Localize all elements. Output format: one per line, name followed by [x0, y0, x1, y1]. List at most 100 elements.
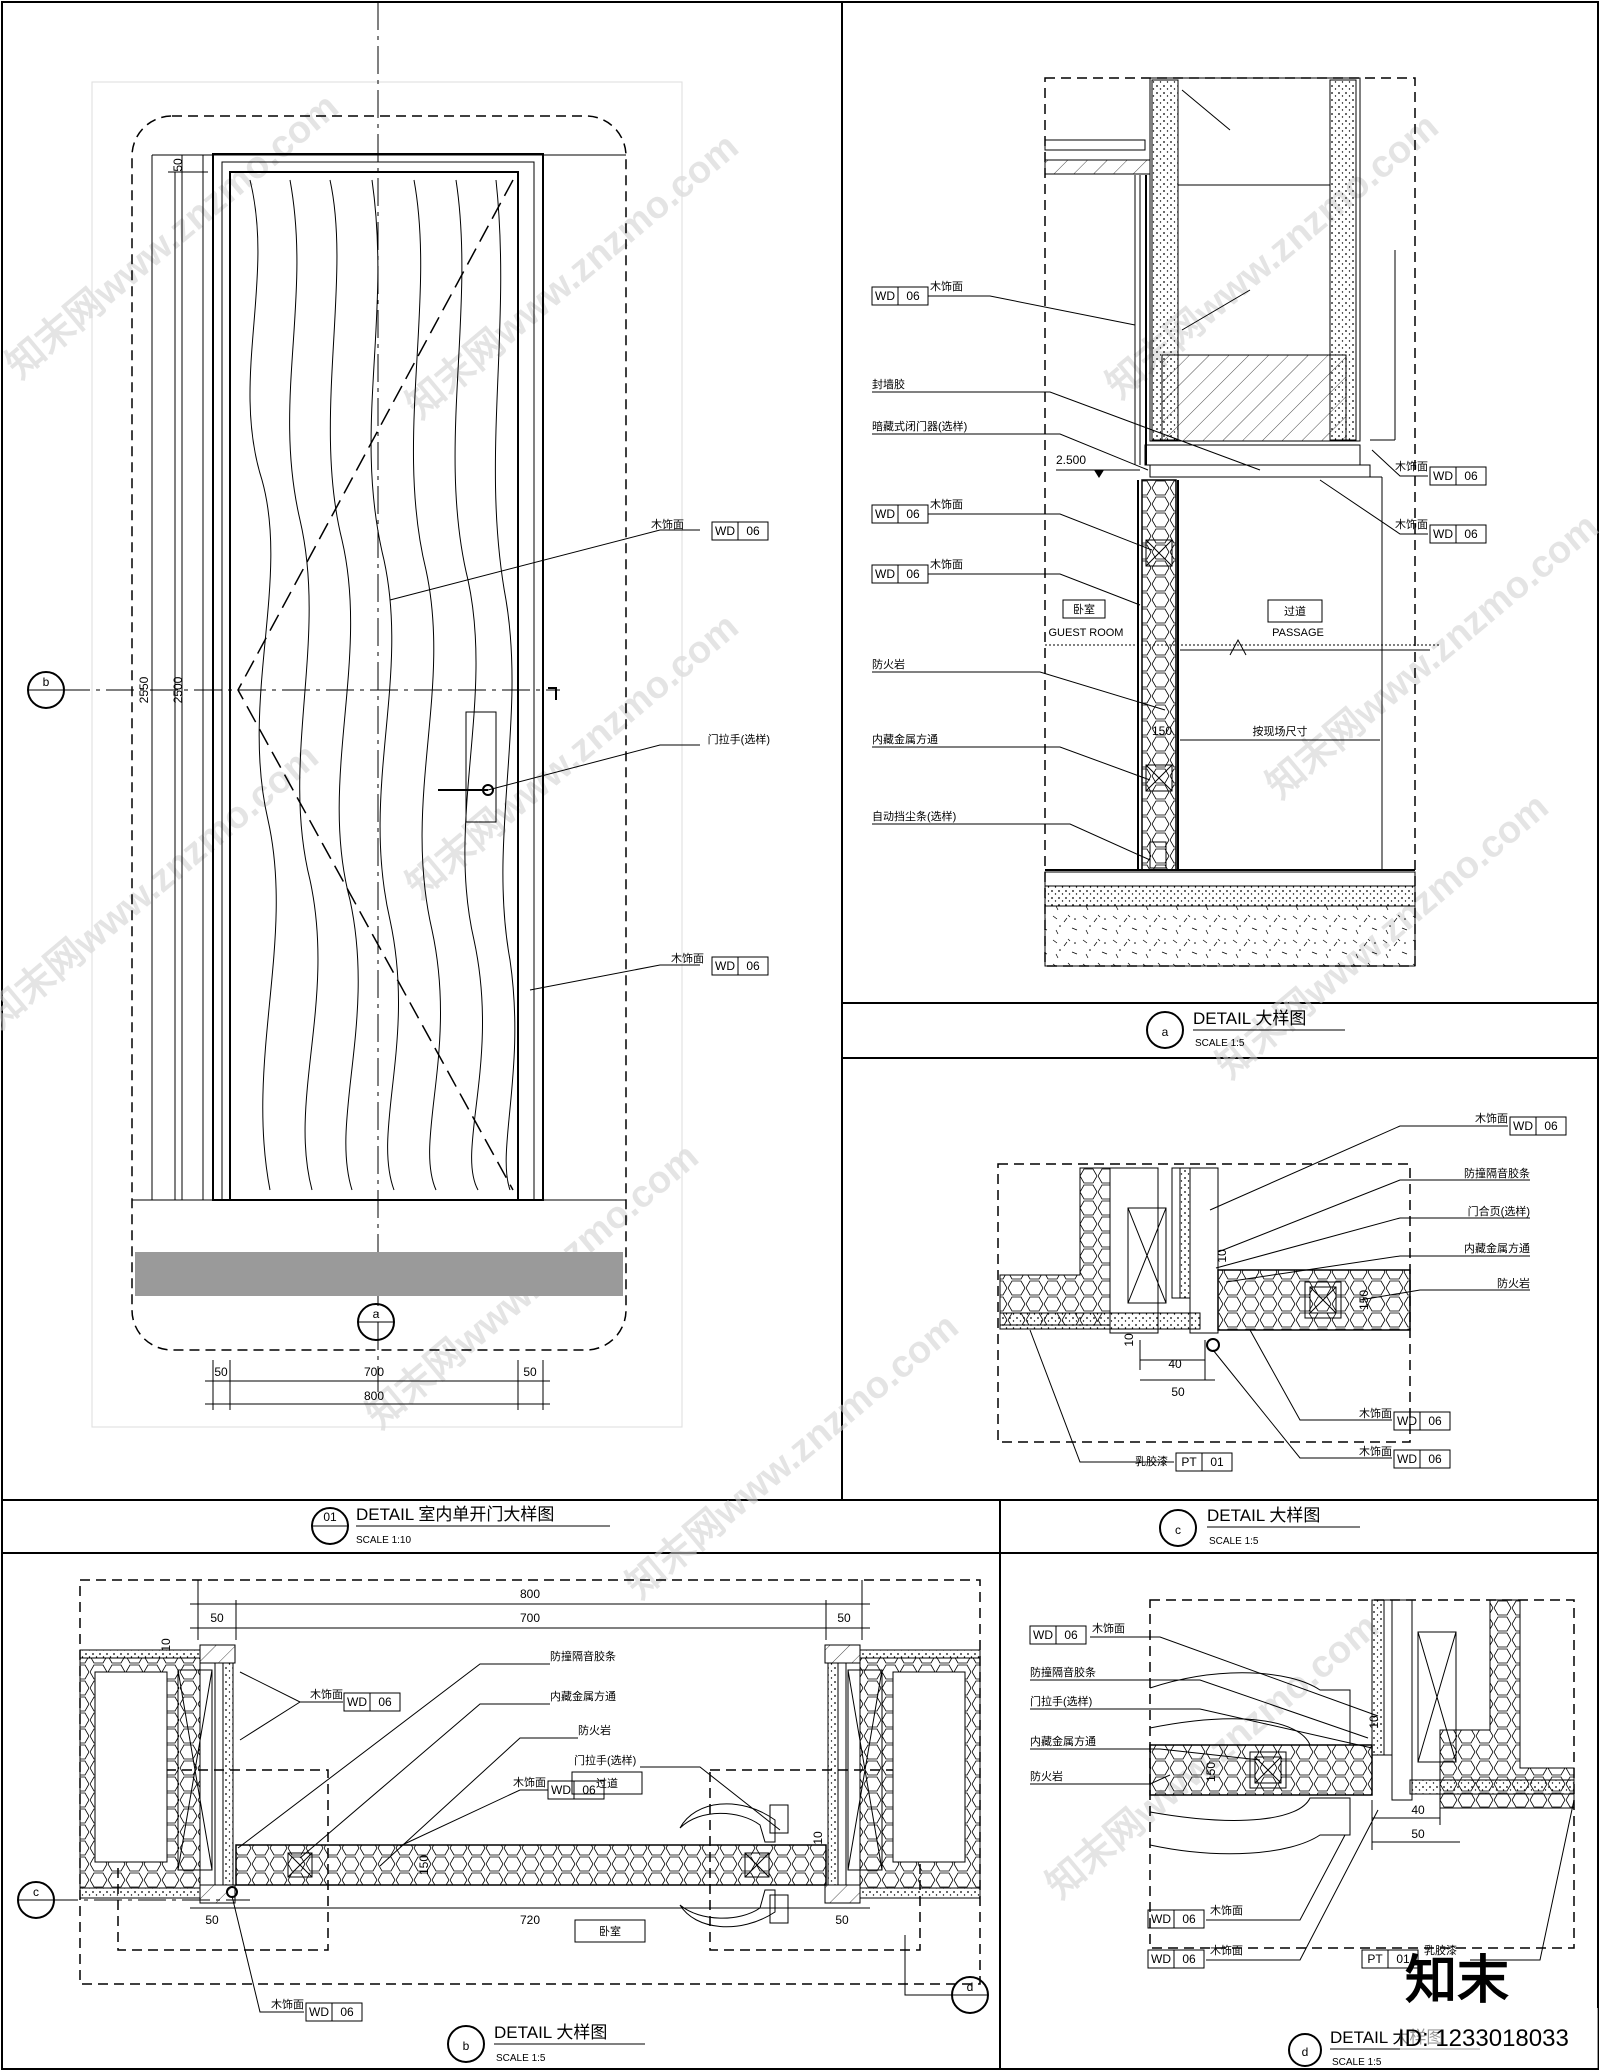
note-site-size: 按现场尺寸 [1253, 724, 1308, 738]
label-a-3: 暗藏式闭门器(选样) [872, 419, 967, 433]
svg-text:WD: WD [875, 289, 895, 303]
label-b-2: 防撞隔音胶条 [550, 1649, 616, 1663]
label-b-4: 防火岩 [578, 1723, 611, 1737]
label-d-6: 木饰面 [1210, 1903, 1243, 1917]
label-d-5: 防火岩 [1030, 1769, 1063, 1783]
svg-text:01: 01 [1210, 1455, 1224, 1469]
label-d-3: 门拉手(选样) [1030, 1694, 1092, 1708]
dim-d-150: 150 [1204, 1762, 1218, 1782]
tag-wd06: WD 06 [711, 521, 769, 541]
label-c-3: 门合页(选样) [1468, 1204, 1530, 1218]
panel-a-vertical-section: 卧室 GUEST ROOM 过道 PASSAGE 2.500 150 按现场尺寸… [871, 77, 1487, 967]
label-a-1: 木饰面 [930, 279, 963, 293]
label-d-1: 木饰面 [1092, 1621, 1125, 1635]
panel-01-title: 01 DETAIL 室内单开门大样图 SCALE 1:10 [311, 1505, 610, 1546]
panel-b-labels: 木饰面 WD 06 防撞隔音胶条 内藏金属方通 防火岩 门拉手(选样) 木饰面 … [231, 1649, 781, 2022]
dim-b-50d: 50 [835, 1913, 849, 1927]
dim-d-40: 40 [1411, 1803, 1425, 1817]
svg-text:06: 06 [1182, 1912, 1196, 1926]
dim-b-50a: 50 [210, 1611, 224, 1625]
label-c-1: 木饰面 [1475, 1111, 1508, 1125]
label-b-3: 内藏金属方通 [550, 1689, 616, 1703]
svg-text:WD: WD [1397, 1452, 1417, 1466]
label-d-8: 乳胶漆 [1424, 1943, 1457, 1957]
svg-text:06: 06 [906, 567, 920, 581]
label-a-6: 防火岩 [872, 657, 905, 671]
wood-grain-pattern [249, 179, 516, 1191]
svg-text:WD: WD [551, 1783, 571, 1797]
panel-b-title: b DETAIL 大样图 SCALE 1:5 [447, 2023, 645, 2064]
svg-text:06: 06 [1428, 1452, 1442, 1466]
svg-text:WD: WD [875, 567, 895, 581]
dim-d-10: 10 [1367, 1715, 1381, 1729]
dim-b-800: 800 [520, 1587, 540, 1601]
label-d-4: 内藏金属方通 [1030, 1734, 1096, 1748]
label-b-6: 木饰面 [513, 1775, 546, 1789]
dim-b-700: 700 [520, 1611, 540, 1625]
label-a-7: 内藏金属方通 [872, 732, 938, 746]
dim-c-10b: 10 [1215, 1249, 1229, 1263]
dim-50-right: 50 [523, 1365, 537, 1379]
title-text: DETAIL 大样图 [1207, 1506, 1320, 1525]
watermark-text: 知末网www.znzmo.com [1259, 506, 1600, 807]
dim-c-150: 150 [1357, 1290, 1371, 1310]
dim-d-50: 50 [1411, 1827, 1425, 1841]
dim-2500: 2500 [171, 676, 185, 703]
panel-c-labels: 木饰面 WD 06 防撞隔音胶条 门合页(选样) 内藏金属方通 防火岩 木饰面 … [1029, 1111, 1567, 1472]
label-d-7: 木饰面 [1210, 1943, 1243, 1957]
room-label-passage: 过道 [1284, 604, 1306, 618]
svg-text:WD: WD [1151, 1952, 1171, 1966]
svg-text:06: 06 [582, 1783, 596, 1797]
label-d-2: 防撞隔音胶条 [1030, 1665, 1096, 1679]
watermark-text: 知末网www.znzmo.com [619, 1306, 967, 1607]
watermark-text: 知末网www.znzmo.com [0, 86, 347, 387]
label-a-r1: 木饰面 [1395, 459, 1428, 473]
label-c-5: 防火岩 [1497, 1276, 1530, 1290]
label-b-5: 门拉手(选样) [574, 1753, 636, 1767]
label-wood-veneer: 木饰面 [671, 951, 704, 965]
dim-c-50: 50 [1171, 1385, 1185, 1399]
panel-d-jamb-detail: 40 50 10 150 WD 06 木饰面 防撞隔音胶条 门拉手(选样) 内藏… [1029, 1599, 1575, 1969]
panel-b-plan-section: 过道 卧室 c d 800 700 50 50 50 720 50 10 150… [17, 1579, 989, 2022]
svg-text:06: 06 [1544, 1119, 1558, 1133]
room-label-bedroom: 卧室 [599, 1924, 621, 1938]
tag-wd06: WD 06 [711, 956, 769, 976]
panel-a-left-labels: WD 06 木饰面 封墙胶 暗藏式闭门器(选样) WD 06 木饰面 WD 06… [871, 279, 1261, 861]
title-scale: SCALE 1:5 [1209, 1536, 1259, 1547]
svg-text:06: 06 [1182, 1952, 1196, 1966]
section-c-marker: c [33, 1885, 39, 1899]
svg-text:06: 06 [746, 524, 760, 538]
dim-c-10: 10 [1122, 1333, 1136, 1347]
room-label-guest-room: GUEST ROOM [1049, 627, 1124, 639]
panel-a-title: a DETAIL 大样图 SCALE 1:5 [1146, 1009, 1345, 1049]
section-b-marker: b [43, 675, 50, 689]
title-letter: b [463, 2039, 470, 2053]
svg-text:WD: WD [875, 507, 895, 521]
room-label-passage-en: PASSAGE [1272, 627, 1324, 639]
label-b-7: 木饰面 [271, 1997, 304, 2011]
brand-watermark: 知末 ID: 1233018033 [1398, 1952, 1598, 2068]
svg-text:WD: WD [1033, 1628, 1053, 1642]
svg-text:WD: WD [1433, 527, 1453, 541]
label-a-4: 木饰面 [930, 497, 963, 511]
svg-text:06: 06 [378, 1695, 392, 1709]
dim-800: 800 [364, 1389, 384, 1403]
title-text: DETAIL 室内单开门大样图 [356, 1505, 554, 1524]
svg-text:WD: WD [1513, 1119, 1533, 1133]
svg-text:PT: PT [1367, 1952, 1383, 1966]
dim-700: 700 [364, 1365, 384, 1379]
svg-text:WD: WD [347, 1695, 367, 1709]
panel-01-door-elevation: 2550 2500 50 50 700 50 800 b a 木饰面 WD 06… [27, 2, 770, 1428]
dim-c-40: 40 [1168, 1357, 1182, 1371]
dim-b-10b: 10 [811, 1831, 825, 1845]
dim-50-left: 50 [214, 1365, 228, 1379]
title-letter: c [1175, 1523, 1181, 1537]
svg-text:PT: PT [1181, 1455, 1197, 1469]
svg-text:06: 06 [1428, 1414, 1442, 1428]
label-c-4: 内藏金属方通 [1464, 1241, 1530, 1255]
title-scale: SCALE 1:5 [496, 2053, 546, 2064]
label-c-8: 乳胶漆 [1135, 1454, 1168, 1468]
svg-text:06: 06 [746, 959, 760, 973]
dim-top-50: 50 [171, 158, 185, 172]
label-c-6: 木饰面 [1359, 1406, 1392, 1420]
